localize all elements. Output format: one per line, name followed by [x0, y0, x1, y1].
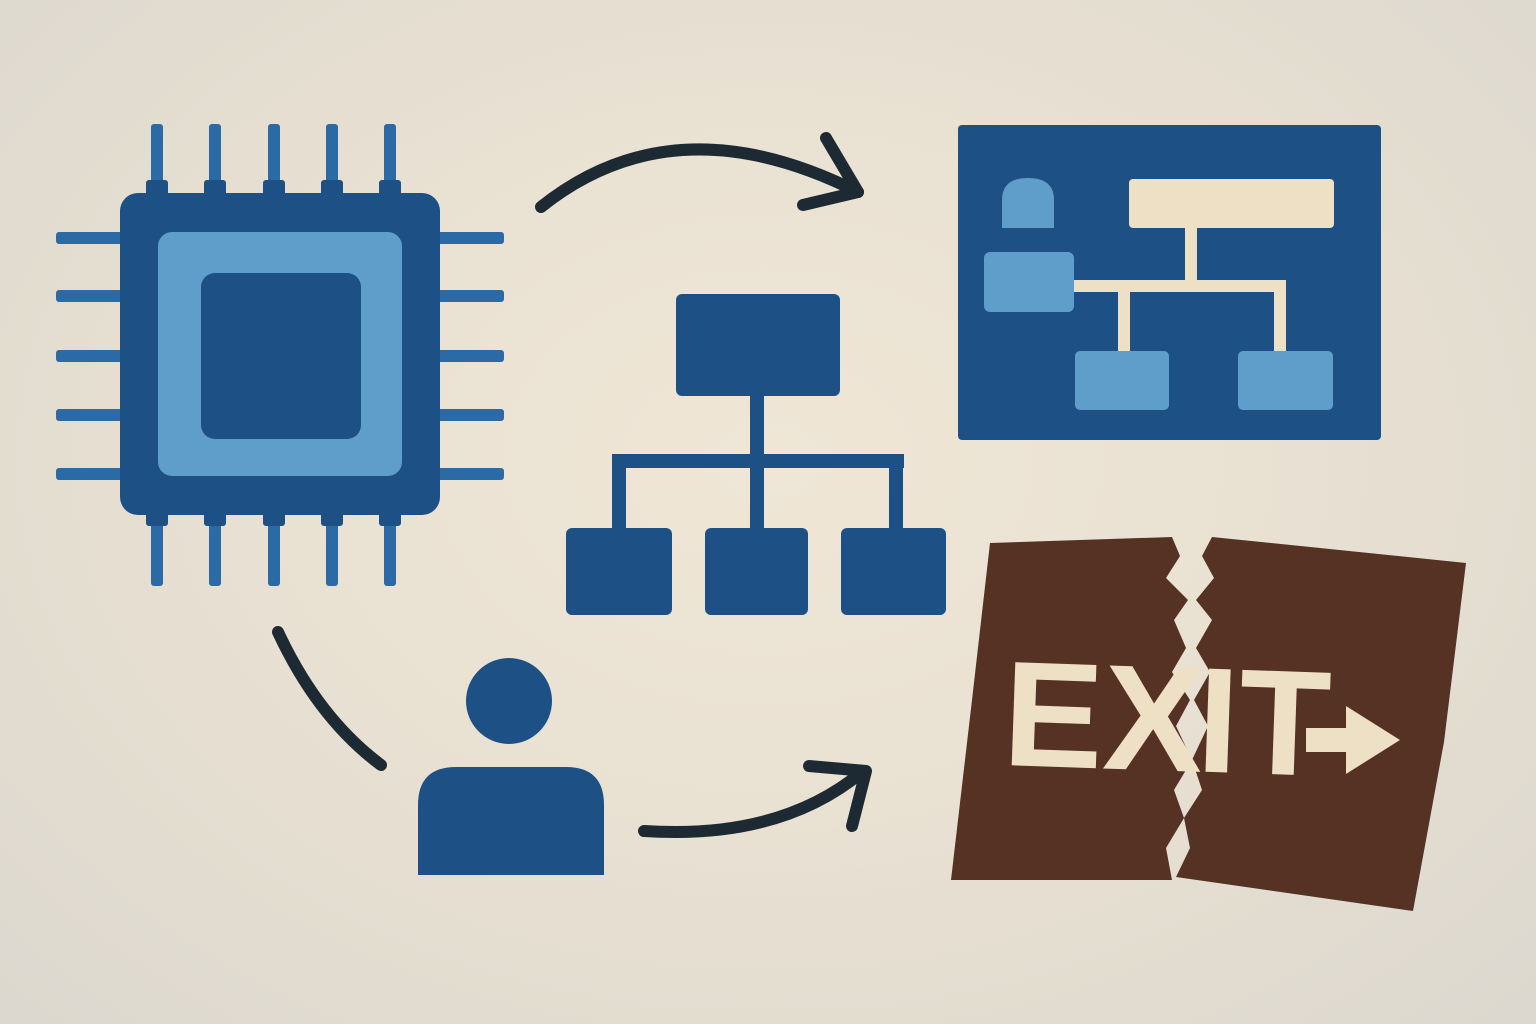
- person-body: [418, 767, 604, 875]
- panel-connectors: [1074, 226, 1286, 354]
- org-chart-child-box: [841, 528, 946, 615]
- torn-exit-sign-icon: EX IT: [951, 537, 1466, 911]
- org-chart-top-box: [676, 294, 840, 396]
- exit-arrow-icon: [1306, 706, 1400, 774]
- org-chart-child-box: [566, 528, 672, 615]
- exit-sign-left-half: [951, 537, 1192, 880]
- panel-child-box: [1238, 351, 1333, 410]
- person-icon: [418, 658, 604, 875]
- panel-light-box: [984, 252, 1074, 312]
- curved-arrow-icon: [272, 626, 387, 771]
- org-chart-icon: [566, 294, 946, 615]
- exit-sign-text-left: EX: [1001, 629, 1207, 804]
- panel-avatar-shape: [1002, 178, 1054, 228]
- org-chart-panel-icon: [958, 125, 1381, 440]
- cpu-die-core: [201, 273, 361, 439]
- exit-sign-right-half: [1176, 537, 1466, 911]
- curved-arrows: [272, 132, 872, 839]
- cpu-chip-icon: [56, 124, 504, 586]
- panel-child-box: [1075, 351, 1169, 410]
- org-chart-child-box: [705, 528, 808, 615]
- curved-arrow-icon: [638, 760, 872, 839]
- exit-sign-text-right: IT: [1194, 636, 1333, 809]
- curved-arrow-icon: [535, 132, 864, 213]
- person-head: [466, 658, 552, 744]
- panel-title-box: [1129, 179, 1334, 228]
